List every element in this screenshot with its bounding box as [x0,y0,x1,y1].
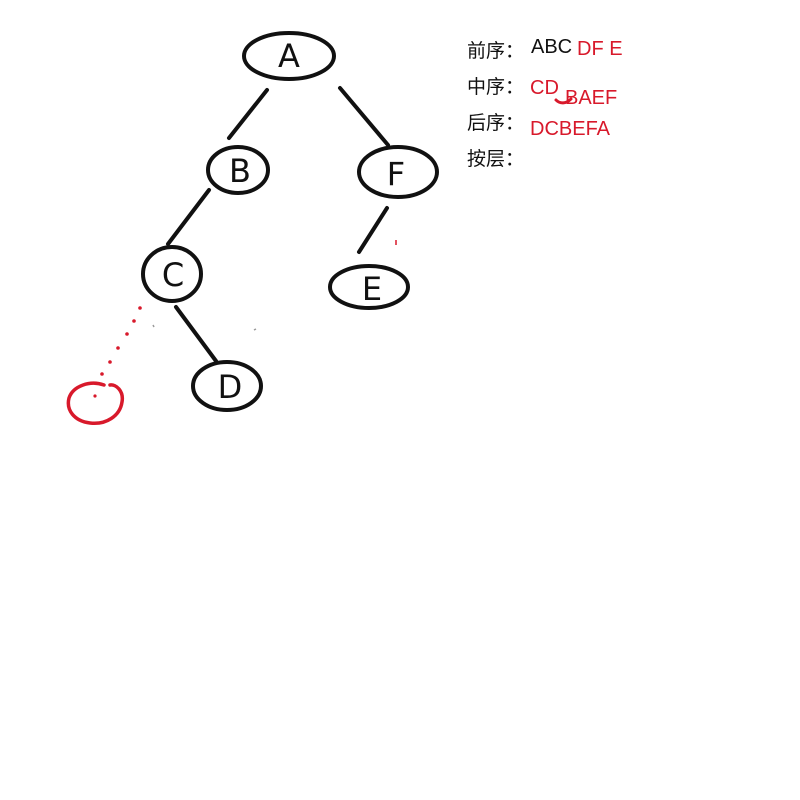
inorder-answer-prefix: CD [530,77,559,99]
node-label-e: E [362,270,382,308]
tree-edges [166,86,390,363]
edge-f-e [357,206,389,254]
preorder-given: ABC [531,36,573,58]
inorder-answer-suffix: BAEF [565,87,618,109]
preorder-answer: DF E [577,38,623,60]
node-label-a: A [278,37,300,75]
empty-child-annotation [93,306,142,398]
node-label-c: C [162,256,184,294]
edge-c-d [174,305,218,363]
inorder-label: 中序： [467,76,525,98]
node-circle [328,264,410,310]
tree-node-d: D [191,360,263,412]
node-label-b: B [229,152,251,190]
dot [116,346,120,350]
tree-node-b: B [206,145,270,195]
empty-node-red-circle [66,381,125,425]
node-circle [242,31,336,81]
node-circle [357,145,439,199]
edge-b-c [166,188,211,246]
edge-a-b [227,88,269,140]
stray-mark [152,324,155,328]
node-circle [191,360,263,412]
tree-node-e: E [328,264,410,310]
postorder-answer: DCBEFA [530,118,611,140]
tree-node-a: A [242,31,336,81]
dot [108,360,112,364]
node-circle [141,245,203,303]
dot [93,394,97,398]
stray-mark [253,328,257,331]
preorder-label: 前序： [467,40,525,62]
edge-a-f [338,86,390,147]
tree-node-f: F [357,145,439,199]
tree-node-c: C [141,245,203,303]
levelorder-label: 按层： [467,148,525,170]
postorder-label: 后序： [467,112,525,134]
dot [138,306,142,310]
node-label-f: F [387,155,405,193]
dot [100,372,104,376]
dot [125,332,129,336]
dot [132,319,136,323]
node-label-d: D [218,368,243,406]
node-circle [206,145,270,195]
inorder-swoosh-mark [554,97,573,105]
